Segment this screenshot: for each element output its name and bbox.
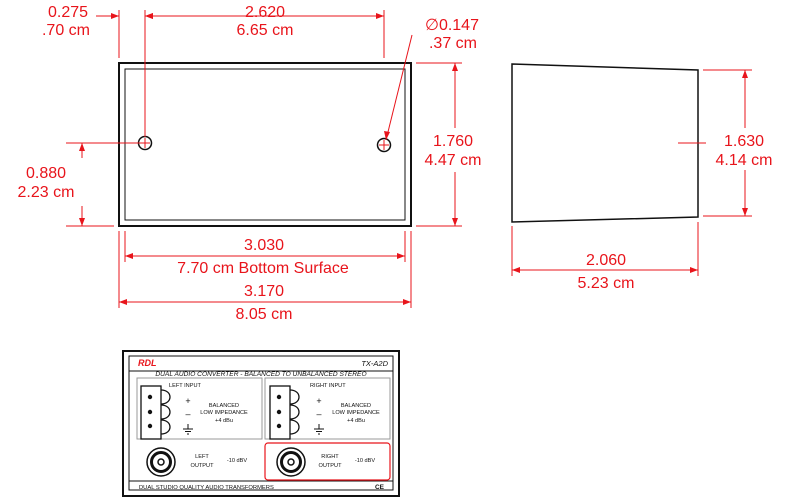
bottom-width-cm: 7.70 cm Bottom Surface bbox=[177, 260, 349, 277]
left-input-label: LEFT INPUT bbox=[169, 383, 201, 389]
left-low-impedance: LOW IMPEDANCE bbox=[200, 410, 248, 416]
left-output-label-2: OUTPUT bbox=[191, 463, 215, 469]
left-level-in: +4 dBu bbox=[215, 418, 233, 424]
mounting-hole-left bbox=[137, 135, 153, 151]
hole-height-cm: 2.23 cm bbox=[18, 184, 75, 201]
mounting-hole-right bbox=[376, 137, 392, 153]
hole-diameter-in: ∅0.147 bbox=[425, 17, 479, 34]
right-input-connector bbox=[269, 385, 300, 440]
left-level-out: -10 dBV bbox=[227, 458, 247, 464]
dim-hole-height: 0.880 2.23 cm bbox=[18, 142, 140, 227]
dim-edge-offset: 0.275 .70 cm bbox=[42, 4, 162, 137]
dim-hole-diameter: ∅0.147 .37 cm bbox=[384, 17, 479, 141]
left-plus-label: + bbox=[185, 396, 190, 406]
brand-logo: RDL bbox=[138, 358, 157, 368]
dim-bottom-width: 3.030 7.70 cm Bottom Surface bbox=[124, 231, 406, 277]
side-depth-in: 2.060 bbox=[586, 252, 626, 269]
right-low-impedance: LOW IMPEDANCE bbox=[332, 410, 380, 416]
left-input-connector bbox=[140, 385, 171, 440]
dim-hole-spacing: 2.620 6.65 cm bbox=[145, 4, 385, 58]
ce-mark: CE bbox=[375, 484, 385, 491]
right-level-in: +4 dBu bbox=[347, 418, 365, 424]
hole-spacing-in: 2.620 bbox=[245, 4, 285, 21]
dim-side-depth: 2.060 5.23 cm bbox=[511, 222, 699, 292]
right-output-label-1: RIGHT bbox=[321, 454, 339, 460]
panel-title: DUAL AUDIO CONVERTER - BALANCED TO UNBAL… bbox=[155, 371, 366, 378]
top-view-inner-outline bbox=[124, 68, 406, 221]
height-in: 1.760 bbox=[433, 133, 473, 150]
left-ground-icon bbox=[183, 424, 193, 435]
left-output-label-1: LEFT bbox=[195, 454, 209, 460]
right-level-out: -10 dBV bbox=[355, 458, 375, 464]
panel-footer: DUAL STUDIO QUALITY AUDIO TRANSFORMERS bbox=[139, 485, 274, 491]
overall-width-cm: 8.05 cm bbox=[236, 306, 293, 323]
side-depth-cm: 5.23 cm bbox=[578, 275, 635, 292]
left-minus-label: – bbox=[185, 409, 190, 419]
side-height-cm: 4.14 cm bbox=[716, 152, 773, 169]
left-balanced: BALANCED bbox=[209, 403, 239, 409]
hole-spacing-cm: 6.65 cm bbox=[237, 22, 294, 39]
front-panel: RDL TX-A2D DUAL AUDIO CONVERTER - BALANC… bbox=[122, 350, 400, 497]
right-balanced: BALANCED bbox=[341, 403, 371, 409]
right-output-label-2: OUTPUT bbox=[319, 463, 343, 469]
panel-inner-outline bbox=[128, 355, 394, 491]
right-output-rca-jack bbox=[276, 447, 306, 477]
right-input-label: RIGHT INPUT bbox=[310, 383, 346, 389]
left-output-rca-jack bbox=[146, 447, 176, 477]
right-minus-label: – bbox=[316, 409, 321, 419]
height-cm: 4.47 cm bbox=[425, 152, 482, 169]
top-view-outline bbox=[118, 62, 412, 227]
top-view bbox=[118, 62, 412, 227]
right-plus-label: + bbox=[316, 396, 321, 406]
model-number: TX-A2D bbox=[361, 359, 388, 368]
panel-outline bbox=[122, 350, 400, 497]
edge-offset-in: 0.275 bbox=[48, 4, 88, 21]
edge-offset-cm: .70 cm bbox=[42, 22, 90, 39]
side-height-in: 1.630 bbox=[724, 133, 764, 150]
overall-width-in: 3.170 bbox=[244, 283, 284, 300]
side-view-outline bbox=[511, 63, 699, 223]
hole-diameter-cm: .37 cm bbox=[429, 35, 477, 52]
hole-height-in: 0.880 bbox=[26, 165, 66, 182]
right-ground-icon bbox=[314, 424, 324, 435]
bottom-width-in: 3.030 bbox=[244, 237, 284, 254]
dim-height: 1.760 4.47 cm bbox=[416, 62, 482, 227]
dim-side-height: 1.630 4.14 cm bbox=[678, 69, 773, 217]
dim-overall-width: 3.170 8.05 cm bbox=[118, 231, 412, 323]
